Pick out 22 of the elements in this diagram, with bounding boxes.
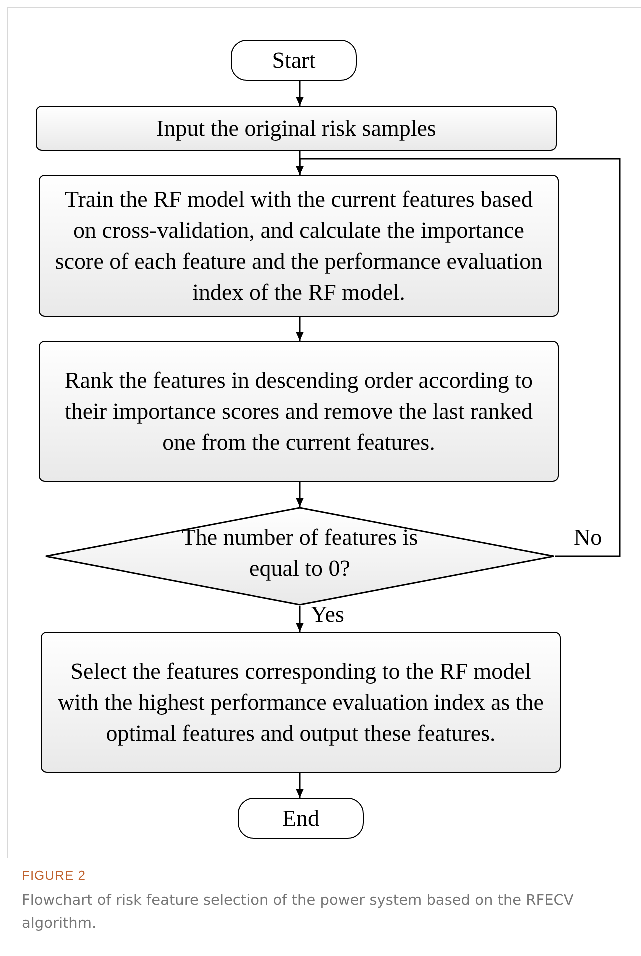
- figure-label: FIGURE 2: [22, 868, 86, 883]
- node-text: Rank the features in descending order according to their importance scores and remove the last ranked one from the current features.: [64, 367, 534, 457]
- node-text: Train the RF model with the current features based on cross-validation, and calculate the importance score of each feature and the performance evaluation index of the RF model.: [54, 186, 544, 307]
- arrow: [296, 81, 304, 106]
- process-box: [39, 341, 559, 482]
- arrow: [296, 482, 304, 507]
- process-box: [41, 632, 561, 773]
- arrow: [296, 606, 304, 632]
- arrow: [296, 317, 304, 341]
- terminator-shape: [231, 40, 357, 81]
- process-box: [39, 175, 559, 317]
- node-text: The number of features is equal to 0?: [180, 524, 420, 583]
- decision-diamond: [45, 507, 555, 606]
- arrow: [296, 158, 621, 558]
- arrow: [296, 773, 304, 798]
- node-text: Start: [272, 47, 316, 75]
- node-text: Input the original risk samples: [156, 115, 436, 143]
- node-text: Select the features corresponding to the RF model with the highest performance evaluation index as the optimal features and output these features.: [56, 658, 546, 748]
- terminator-shape: [238, 798, 364, 839]
- node-text: End: [282, 805, 320, 833]
- figure-caption: Flowchart of risk feature selection of the power system based on the RFECV algorithm.: [22, 892, 575, 934]
- process-box: [36, 106, 557, 151]
